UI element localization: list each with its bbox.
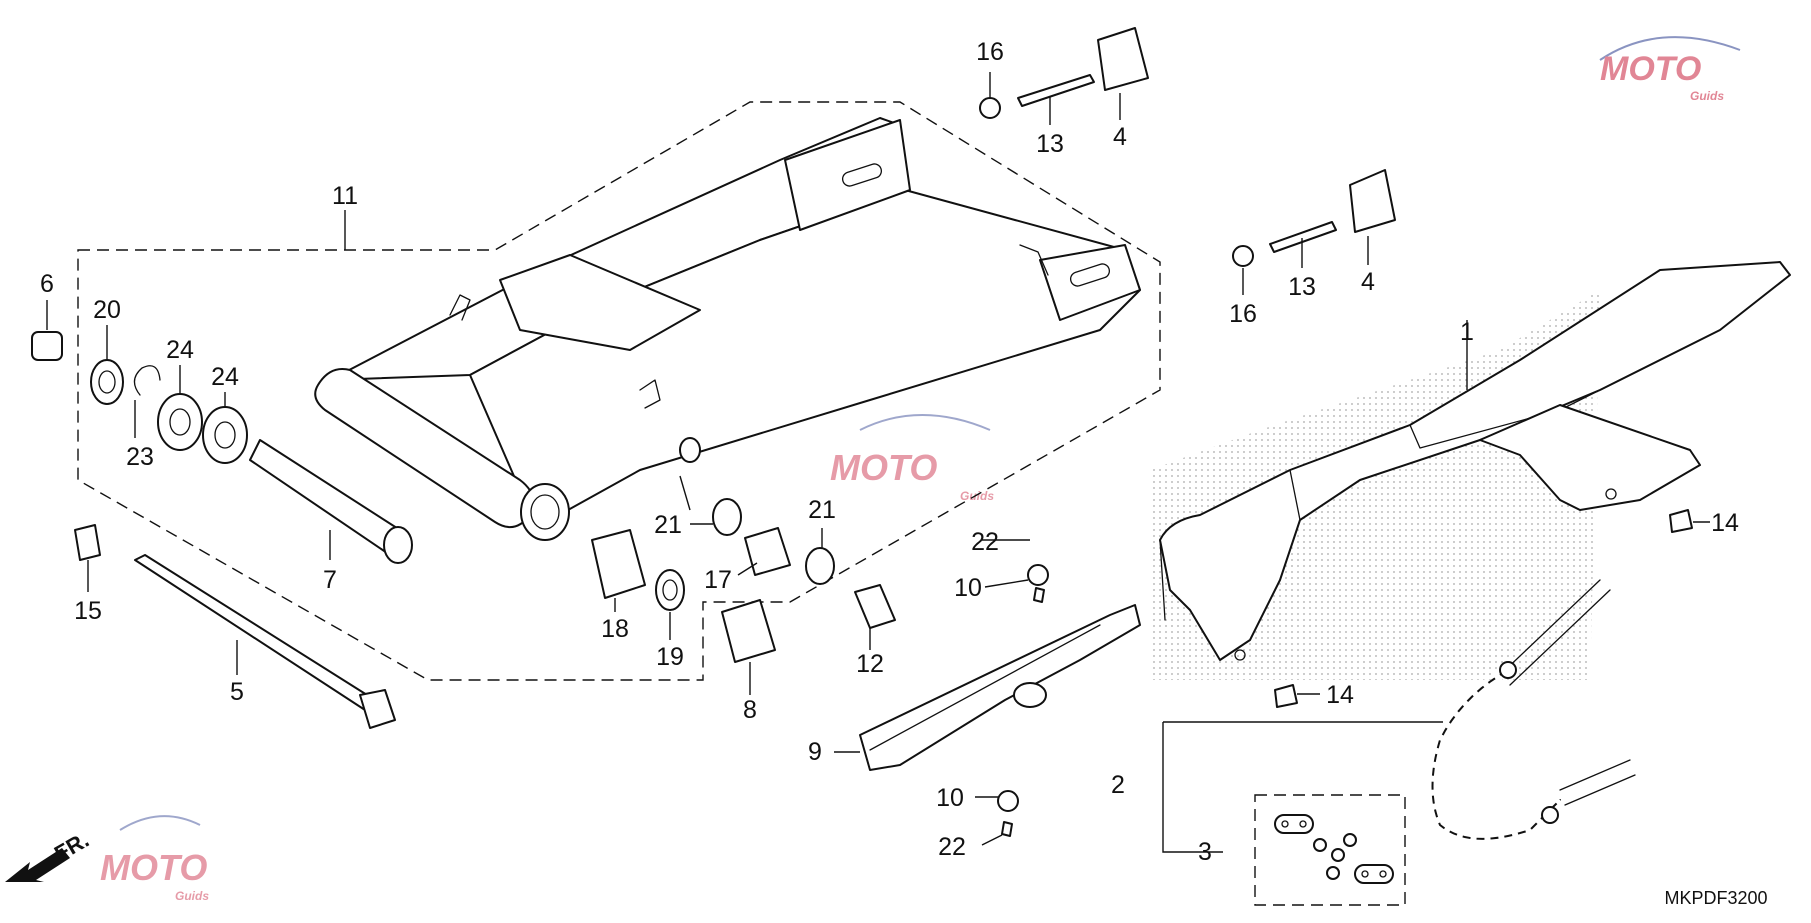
callout-12: 12 <box>856 650 884 678</box>
leader-2-3 <box>1162 721 1443 853</box>
chain-slider <box>859 604 1141 771</box>
callout-14-lower: 14 <box>1326 681 1354 709</box>
callout-10-top: 10 <box>954 574 982 602</box>
callout-24-right: 24 <box>211 363 239 391</box>
callout-labels: 1 2 3 4 4 5 6 7 8 9 10 10 11 12 13 13 14… <box>40 38 1739 866</box>
callout-14-upper: 14 <box>1711 509 1739 537</box>
assembly-outline-11 <box>77 101 1161 681</box>
swingarm <box>314 117 1141 541</box>
watermark-bottom-left: MOTO Guids <box>100 815 209 903</box>
callout-13-top: 13 <box>1036 130 1064 158</box>
callout-20: 20 <box>93 296 121 324</box>
callout-4-top: 4 <box>1113 123 1127 151</box>
callout-16-top: 16 <box>976 38 1004 66</box>
svg-text:Guids: Guids <box>175 889 209 903</box>
parts-center <box>591 498 1049 837</box>
diagram-code: MKPDF3200 <box>1664 888 1767 908</box>
callout-15: 15 <box>74 597 102 625</box>
callout-22-bottom: 22 <box>938 833 966 861</box>
callout-7: 7 <box>323 566 337 594</box>
callout-22-top: 22 <box>971 528 999 556</box>
callout-23: 23 <box>126 443 154 471</box>
joint-kit <box>1274 814 1394 884</box>
watermark-center: MOTO Guids <box>830 414 994 503</box>
callout-13-right: 13 <box>1288 273 1316 301</box>
joint-kit-outline <box>1254 794 1406 906</box>
svg-text:Guids: Guids <box>1690 89 1724 103</box>
callout-4-right: 4 <box>1361 268 1375 296</box>
svg-text:MOTO: MOTO <box>100 847 207 888</box>
callout-21-right: 21 <box>808 496 836 524</box>
parts-top <box>979 27 1693 708</box>
callout-5: 5 <box>230 678 244 706</box>
callout-2: 2 <box>1111 771 1125 799</box>
watermark-top-right: MOTO Guids <box>1599 36 1741 103</box>
callout-9: 9 <box>808 738 822 766</box>
callout-1: 1 <box>1460 318 1474 346</box>
front-direction-marker: FR. <box>5 827 93 882</box>
svg-text:MOTO: MOTO <box>830 447 937 488</box>
callout-17: 17 <box>704 566 732 594</box>
callout-18: 18 <box>601 615 629 643</box>
svg-text:Guids: Guids <box>960 489 994 503</box>
callout-24-left: 24 <box>166 336 194 364</box>
leaders <box>46 72 1710 846</box>
chain-guard <box>1150 261 1791 680</box>
svg-text:MOTO: MOTO <box>1600 50 1701 88</box>
parts-left <box>31 331 413 729</box>
callout-11: 11 <box>332 182 358 210</box>
drive-chain <box>1427 579 1636 844</box>
callout-16-right: 16 <box>1229 300 1257 328</box>
callout-3: 3 <box>1198 838 1212 866</box>
callout-6: 6 <box>40 270 54 298</box>
callout-10-bottom: 10 <box>936 784 964 812</box>
callout-19: 19 <box>656 643 684 671</box>
callout-21-left: 21 <box>654 511 682 539</box>
callout-8: 8 <box>743 696 757 724</box>
